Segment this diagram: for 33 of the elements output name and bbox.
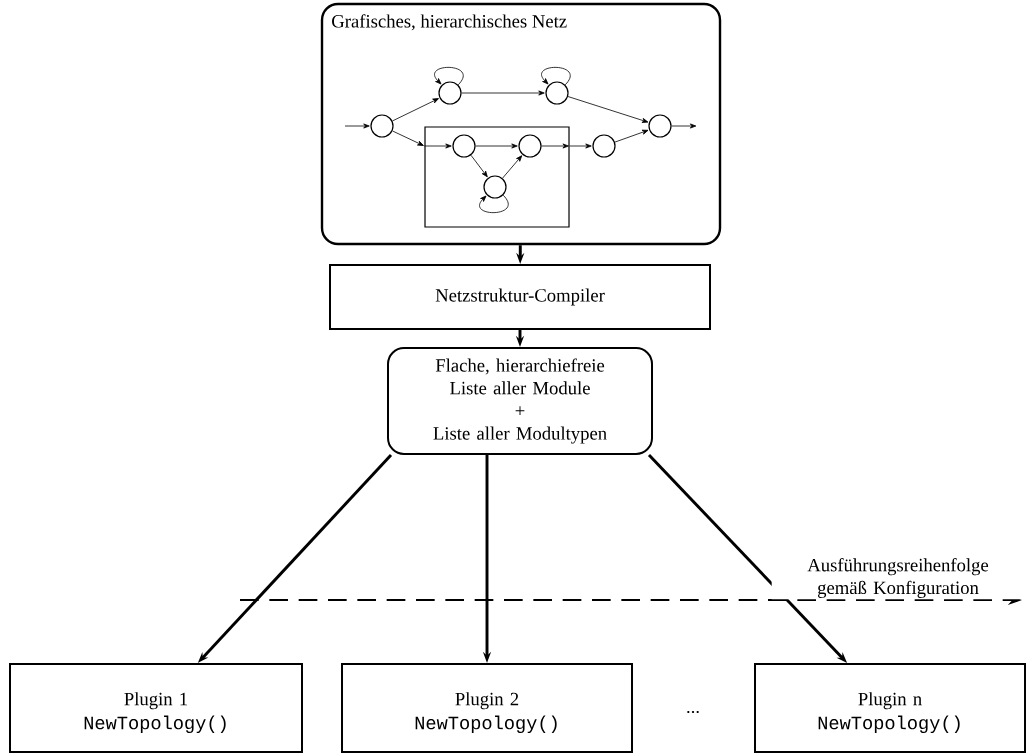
arrow: [344, 123, 370, 129]
compiler-box: Netzstruktur-Compiler: [329, 264, 711, 330]
arrow: [392, 98, 439, 122]
state-circle: [592, 134, 616, 158]
arrow: [541, 67, 571, 86]
arrow: [434, 67, 464, 86]
state-circle: [452, 134, 476, 158]
arrow: [502, 155, 523, 179]
arrow: [567, 96, 649, 123]
arrow: [461, 90, 545, 96]
state-circle: [648, 114, 672, 138]
arrow: [479, 194, 509, 213]
plugin-box: Plugin 1 NewTopology(): [9, 663, 303, 753]
state-circle: [545, 81, 569, 105]
subnet-box: [424, 126, 570, 228]
arrow: [541, 143, 569, 149]
arrow: [475, 143, 518, 149]
state-circle: [438, 81, 462, 105]
annotation-text: Ausführungsreihenfolge gemäß Konfiguration: [771, 556, 1025, 600]
ellipsis-text: ...: [687, 710, 699, 714]
arrow: [470, 154, 488, 178]
module-list-box: Flache, hierarchiefreie Liste aller Module + Liste aller Modultypen: [387, 347, 653, 455]
arrow: [671, 123, 697, 129]
state-circle: [483, 175, 507, 199]
plugin-box: Plugin n NewTopology(): [754, 663, 1026, 753]
plugin-box: Plugin 2 NewTopology(): [341, 663, 633, 753]
state-circle: [518, 134, 542, 158]
arrow: [569, 143, 592, 149]
arrow: [614, 129, 649, 143]
state-circle: [370, 114, 394, 138]
arrow: [424, 143, 452, 149]
arrow: [392, 130, 424, 146]
network-panel: Grafisches, hierarchisches Netz: [320, 2, 722, 246]
